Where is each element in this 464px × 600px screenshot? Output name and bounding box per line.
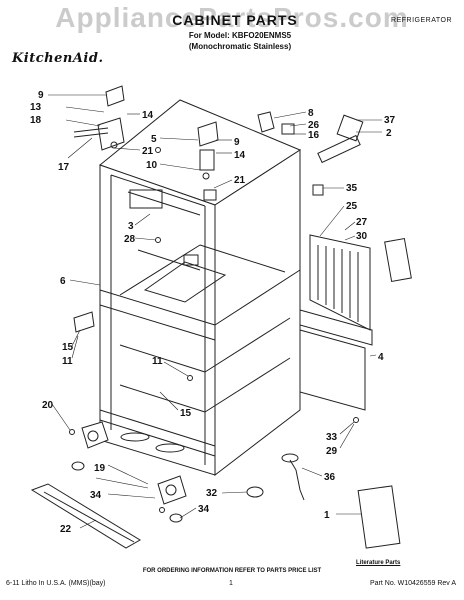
category-label: REFRIGERATOR: [391, 17, 452, 24]
callout-18: 18: [30, 115, 42, 126]
callout-29: 29: [326, 446, 338, 457]
callout-19: 19: [94, 463, 106, 474]
callout-17: 17: [58, 162, 70, 173]
water-tube: [281, 453, 305, 501]
page-number: 1: [229, 580, 233, 587]
bracket-upper: [129, 189, 217, 209]
toe-panel: [299, 309, 373, 411]
brand-logo: KitchenAid.: [12, 51, 104, 66]
callout-26: 26: [308, 120, 320, 131]
callout-28: 28: [124, 234, 136, 245]
callout-36: 36: [324, 472, 336, 483]
model-line: For Model: KBFO20ENMS5: [188, 31, 292, 40]
callout-33: 33: [326, 432, 338, 443]
variant-line: (Monochromatic Stainless): [188, 42, 292, 51]
literature-parts-label: Literature Parts: [356, 560, 401, 566]
callout-25: 25: [346, 201, 358, 212]
roller-assy-left: [71, 421, 109, 471]
base-grille: [30, 483, 141, 549]
mid-hinge-left: [73, 311, 95, 333]
callout-2: 2: [386, 128, 392, 139]
part-number: Part No. W10426559 Rev A: [370, 580, 456, 587]
callout-3: 3: [128, 221, 134, 232]
callout-9: 9: [234, 137, 240, 148]
callout-22: 22: [60, 524, 72, 535]
roller-assy-right: [157, 475, 187, 523]
callout-6: 6: [60, 276, 66, 287]
callout-4: 4: [378, 352, 384, 363]
callout-35: 35: [346, 183, 358, 194]
callout-30: 30: [356, 231, 368, 242]
callout-13: 13: [30, 102, 42, 113]
callout-14: 14: [142, 110, 154, 121]
callout-27: 27: [356, 217, 368, 228]
literature-booklet: [357, 485, 401, 549]
callout-20: 20: [42, 400, 54, 411]
callout-10: 10: [146, 160, 158, 171]
watermark: AppliancePartsPros.com: [55, 2, 409, 33]
callout-34: 34: [198, 504, 210, 515]
callout-9: 9: [38, 90, 44, 101]
litho-line: 6-11 Litho In U.S.A. (MMS)(bay): [6, 580, 106, 587]
lever-parts: [257, 111, 364, 164]
callout-8: 8: [308, 108, 314, 119]
leader-lines: [48, 94, 382, 529]
callout-15: 15: [62, 342, 74, 353]
callout-34: 34: [90, 490, 102, 501]
callout-5: 5: [151, 134, 157, 145]
plug: [246, 486, 264, 498]
diagram-title: CABINET PARTS: [172, 12, 298, 28]
callout-21: 21: [234, 175, 246, 186]
rear-grille: [309, 184, 412, 331]
callout-14: 14: [234, 150, 246, 161]
callout-21: 21: [142, 146, 154, 157]
cabinet-shell: [98, 99, 302, 477]
callout-11: 11: [62, 356, 73, 367]
callout-15: 15: [180, 408, 192, 419]
callout-1: 1: [324, 510, 330, 521]
ordering-note: FOR ORDERING INFORMATION REFER TO PARTS …: [142, 568, 322, 574]
callout-11: 11: [152, 356, 163, 367]
callout-37: 37: [384, 115, 396, 126]
top-hinge-left: [73, 85, 125, 151]
callout-32: 32: [206, 488, 218, 499]
callout-16: 16: [308, 130, 320, 141]
